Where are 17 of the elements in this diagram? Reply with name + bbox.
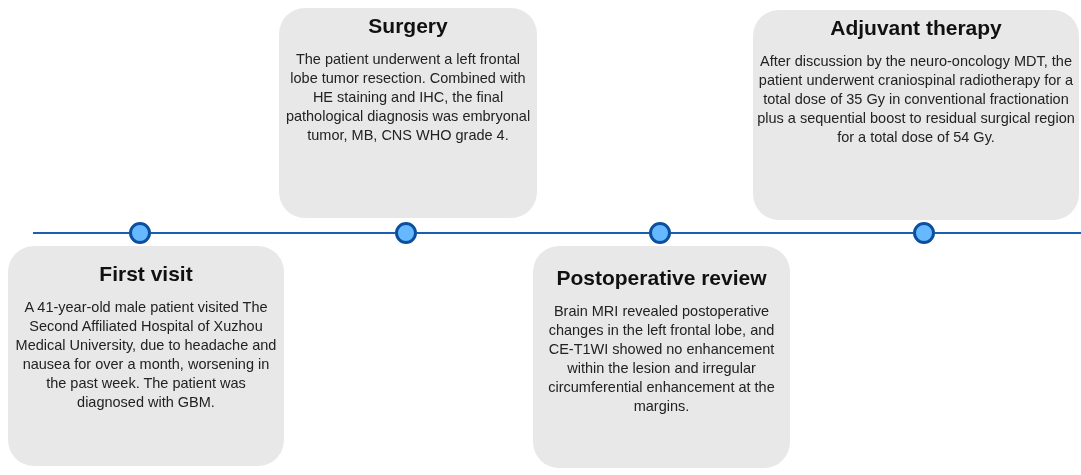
event-title: Surgery	[367, 14, 449, 38]
timeline-line	[670, 232, 914, 234]
timeline-dot	[649, 222, 671, 244]
event-title: Adjuvant therapy	[829, 16, 1003, 40]
timeline-line	[416, 232, 650, 234]
event-description: A 41-year-old male patient visited The Second Affiliated Hospital of Xuzhou Medical University, due to headache and nausea for over a month, worsening in the past week. The patient was diagnosed with GBM.	[14, 298, 278, 412]
timeline-dot	[129, 222, 151, 244]
event-description: The patient underwent a left frontal lobe tumor resection. Combined with HE staining and IHC, the final pathological diagnosis was embryonal tumor, MB, CNS WHO grade 4.	[284, 50, 532, 145]
timeline-dot	[913, 222, 935, 244]
timeline-dot	[395, 222, 417, 244]
timeline-line	[32, 232, 130, 234]
event-title: Postoperative review	[555, 266, 768, 290]
event-description: After discussion by the neuro-oncology MDT, the patient underwent craniospinal radiotherapy for a total dose of 35 Gy in conventional fractionation plus a sequential boost to residual surgical region for a total dose of 54 Gy.	[757, 52, 1075, 147]
event-title: First visit	[98, 262, 194, 286]
event-description: Brain MRI revealed postoperative changes in the left frontal lobe, and CE-T1WI showed no enhancement within the lesion and irregular circumferential enhancement at the margins.	[547, 302, 776, 416]
timeline-line	[150, 232, 396, 234]
timeline-line	[934, 232, 1081, 234]
